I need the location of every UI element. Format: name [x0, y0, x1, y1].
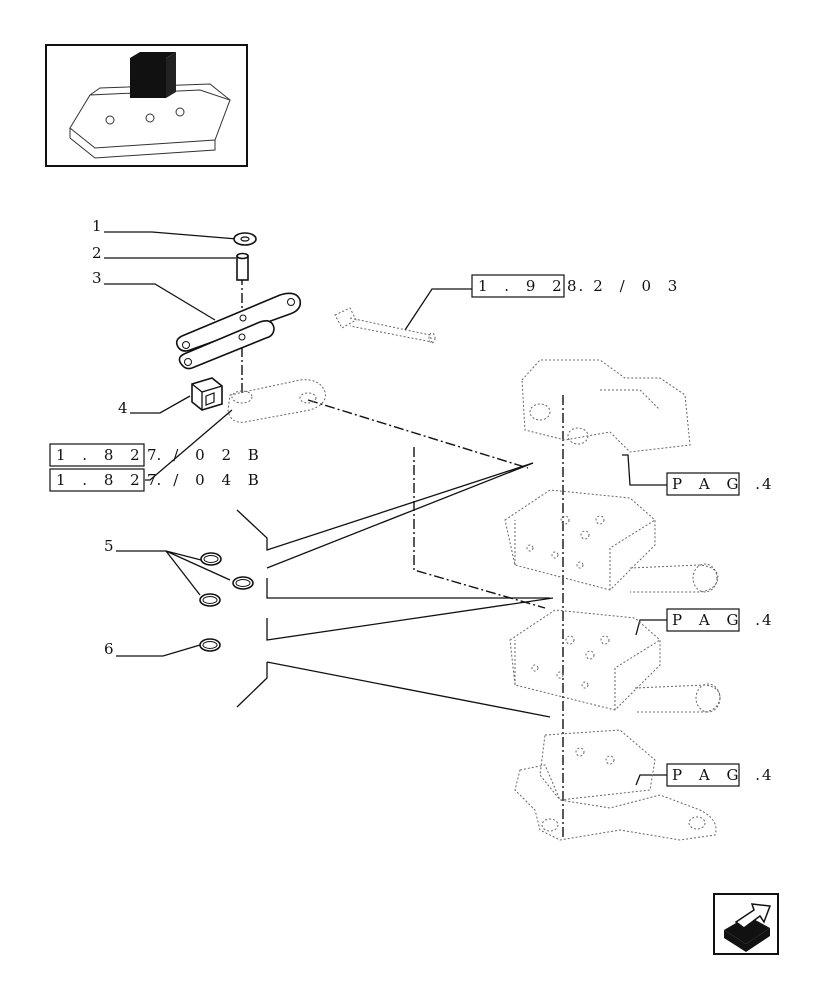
callout-number: 3	[92, 269, 102, 287]
pin-part[interactable]	[236, 252, 249, 281]
callout-number: 6	[104, 640, 114, 658]
ref-pag-3-boxed: P A G .	[672, 766, 766, 784]
seal-fan-lines	[236, 462, 554, 718]
bolt-ghost	[334, 307, 436, 344]
next-page-button[interactable]	[713, 893, 779, 955]
ref-pag-1[interactable]: P A G . 4	[666, 472, 778, 496]
circlip-part[interactable]	[233, 232, 257, 246]
hydraulic-lift-cover-thumbnail-icon	[69, 52, 231, 159]
ref-left-a-boxed: 1 . 8 2 .	[56, 446, 167, 464]
ref-pag-2-boxed: P A G .	[672, 611, 766, 629]
ref-pag-1-rest: 4	[762, 475, 778, 493]
thumbnail-frame[interactable]	[45, 44, 248, 167]
ref-pag-2[interactable]: P A G . 4	[666, 608, 778, 632]
callout-number: 5	[104, 537, 114, 555]
ref-pag-3[interactable]: P A G . 4	[666, 763, 778, 787]
ref-left-b-rest: 7 / 0 4 B	[147, 471, 265, 489]
ref-left-a[interactable]: 1 . 8 2 . 7 / 0 2 B	[49, 443, 265, 467]
callout-number: 2	[92, 244, 102, 262]
ref-pag-1-boxed: P A G .	[672, 475, 766, 493]
crank-arm-ghost	[227, 379, 326, 423]
ref-pag-2-rest: 4	[762, 611, 778, 629]
ref-top-rest: 8 2 / 0 3	[567, 277, 683, 295]
ref-pag-3-rest: 4	[762, 766, 778, 784]
valve-stack-ghost	[504, 359, 721, 841]
ref-left-b[interactable]: 1 . 8 2 . 7 / 0 4 B	[49, 468, 265, 492]
o-ring-seals[interactable]	[199, 552, 254, 652]
leader-lines	[104, 231, 667, 786]
ref-left-a-rest: 7 / 0 2 B	[147, 446, 265, 464]
callout-number: 4	[118, 399, 128, 417]
spacer-block-part[interactable]	[191, 377, 223, 411]
ref-top[interactable]: 1 . 9 2 . 8 2 / 0 3	[471, 274, 683, 298]
next-page-arrow-icon	[724, 903, 772, 952]
axis-lines	[241, 275, 564, 840]
ref-left-b-boxed: 1 . 8 2 .	[56, 471, 167, 489]
ref-top-boxed: 1 . 9 2 .	[478, 277, 589, 295]
callout-number: 1	[92, 217, 102, 235]
lever-link-part[interactable]	[175, 292, 302, 370]
